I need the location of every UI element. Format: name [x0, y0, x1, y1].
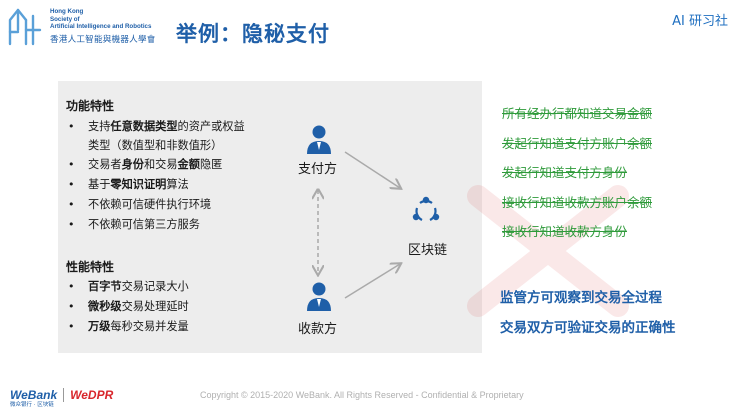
ai-yanxishe-brand: AI 研习社 [672, 14, 728, 29]
copyright-notice: Copyright © 2015-2020 WeBank. All Rights… [200, 390, 524, 400]
wedpr-logo: WeDPR [70, 388, 114, 402]
statement-receiver-bank-knows-payee-balance: 接收行知道收款方账户余额 [502, 195, 653, 210]
footer-separator [63, 387, 65, 402]
organization-name: Hong Kong Society of Artificial Intellig… [50, 8, 170, 45]
slide-title: 举例：隐秘支付 [176, 22, 330, 46]
statement-regulator-observes: 监管方可观察到交易全过程 [500, 290, 662, 306]
functional-item-4: 不依赖可信硬件执行环境 [66, 195, 245, 215]
performance-item-1: 百字节交易记录大小 [66, 277, 189, 297]
functional-item-3: 基于零知识证明算法 [66, 175, 245, 195]
statement-receiver-bank-knows-payee-identity: 接收行知道收款方身份 [502, 224, 628, 239]
footer-logos: WeBank WeDPR [10, 384, 113, 403]
org-en-line-3: Artificial Intelligence and Robotics [50, 23, 152, 31]
functional-item-5: 不依赖可信第三方服务 [66, 215, 245, 235]
performance-item-2: 微秒级交易处理延时 [66, 297, 189, 317]
functional-item-2: 交易者身份和交易金额隐匿 [66, 155, 245, 175]
payer-label: 支付方 [298, 162, 338, 177]
functional-item-1: 支持任意数据类型的资产或权益 [66, 117, 245, 137]
functional-features-list: 支持任意数据类型的资产或权益 类型（数值型和非数值形） 交易者身份和交易金额隐匿… [66, 117, 245, 235]
payer-person-icon [307, 125, 331, 154]
webank-subtitle: 微众银行 · 区块链 [10, 402, 54, 408]
org-cn-name: 香港人工智能與機器人學會 [50, 34, 156, 45]
blockchain-cycle-icon [412, 196, 440, 221]
org-en-line-2: Society of [50, 15, 80, 23]
functional-item-1-continuation: 类型（数值型和非数值形） [88, 139, 223, 152]
functional-features-title: 功能特性 [66, 99, 115, 113]
payee-label: 收款方 [298, 322, 338, 337]
org-en-line-1: Hong Kong [50, 8, 84, 15]
payee-person-icon [307, 282, 331, 311]
performance-features-list: 百字节交易记录大小 微秒级交易处理延时 万级每秒交易并发量 [66, 277, 189, 337]
statement-sender-bank-knows-payer-balance: 发起行知道支付方账户余额 [502, 136, 653, 151]
performance-item-3: 万级每秒交易并发量 [66, 317, 189, 337]
performance-features-title: 性能特性 [66, 260, 115, 274]
blockchain-label: 区块链 [408, 243, 448, 258]
statement-sender-bank-knows-payer-identity: 发起行知道支付方身份 [502, 165, 628, 180]
webank-logo: WeBank [10, 388, 58, 402]
statement-parties-verify: 交易双方可验证交易的正确性 [500, 320, 676, 336]
hksair-logo-icon [8, 8, 42, 46]
statement-all-banks-know-amount: 所有经办行都知道交易金额 [502, 106, 653, 121]
